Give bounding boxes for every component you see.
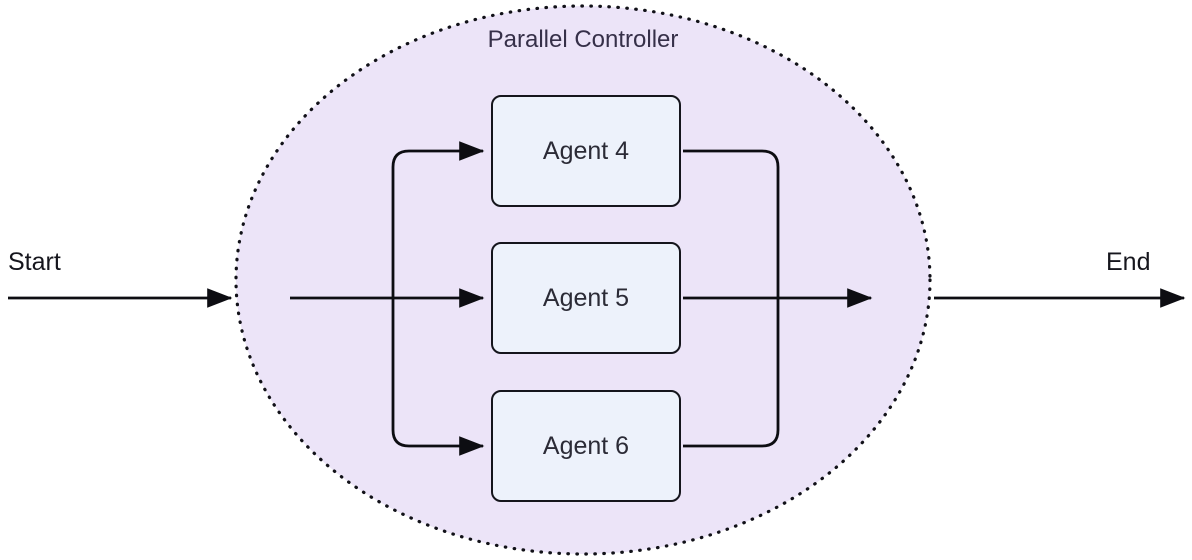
fork-branch-top xyxy=(391,141,485,298)
node-agent-4: Agent 4 xyxy=(491,95,681,207)
fork-branch-bottom xyxy=(391,298,485,456)
node-agent-5: Agent 5 xyxy=(491,242,681,354)
end-label: End xyxy=(1106,248,1151,276)
node-agent-4-label: Agent 4 xyxy=(542,136,630,165)
merge-branch-top xyxy=(683,149,780,298)
merge-branch-bottom xyxy=(683,298,780,448)
start-label: Start xyxy=(8,248,61,276)
parallel-controller-title: Parallel Controller xyxy=(487,26,679,53)
node-agent-6: Agent 6 xyxy=(491,390,681,502)
node-agent-6-label: Agent 6 xyxy=(542,431,630,460)
node-agent-5-label: Agent 5 xyxy=(542,283,630,312)
